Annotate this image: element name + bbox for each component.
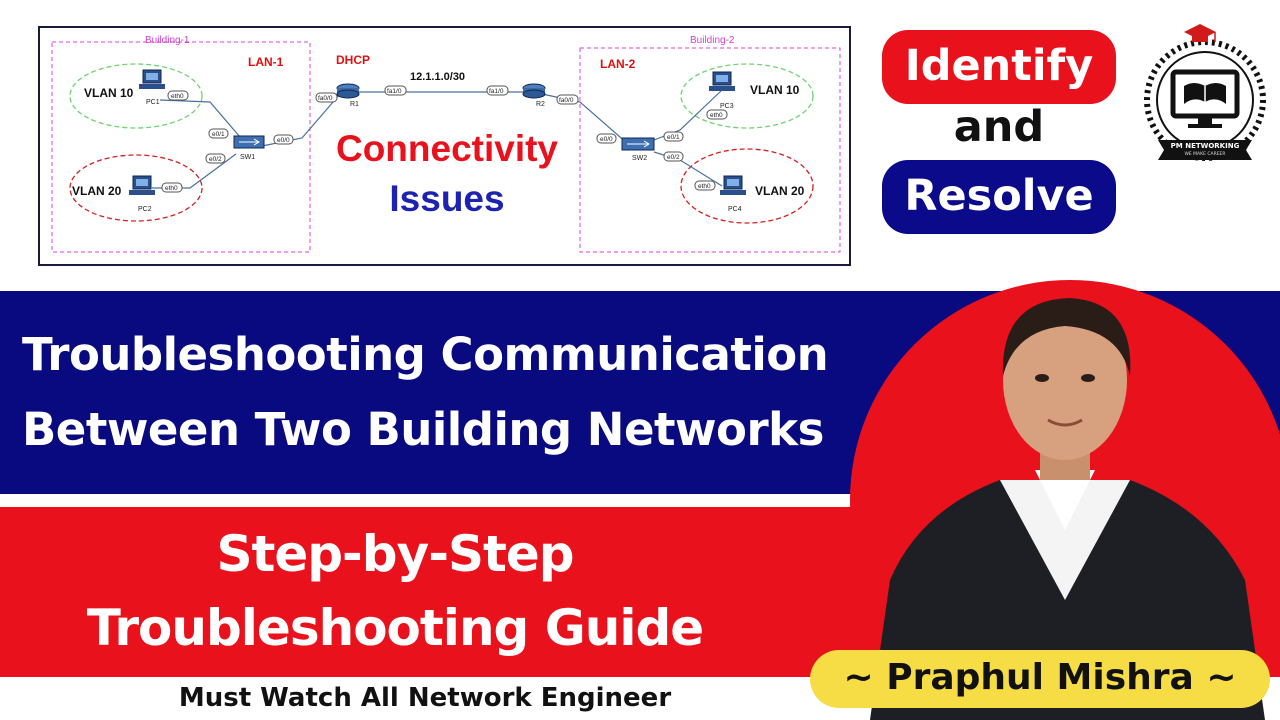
identify-badge: Identify [882, 30, 1116, 104]
building-2-label: Building-2 [690, 35, 735, 46]
vlan10-left-ellipse [69, 63, 203, 129]
headline-connectivity: Connectivity [335, 128, 559, 169]
if-r2-fa00: fa0/0 [559, 97, 574, 104]
sw2-icon[interactable] [621, 137, 655, 151]
logo-tagline: WE MAKE CAREER [1184, 152, 1226, 157]
pc2-icon[interactable] [129, 175, 155, 195]
topology-svg: Building-1 Building-2 PC1 [51, 35, 841, 253]
subtitle-line-2: Troubleshooting Guide [86, 599, 704, 657]
pc3-icon[interactable] [709, 71, 735, 91]
pm-networking-logo: PM NETWORKING WE MAKE CAREER [1140, 18, 1270, 168]
sw1-icon[interactable] [233, 135, 265, 149]
logo-emblem-svg [1144, 24, 1266, 161]
if-pc2-eth0: eth0 [165, 185, 178, 192]
building-1-box [51, 41, 311, 253]
if-sw2-e01: e0/1 [667, 134, 680, 141]
if-r1-fa00: fa0/0 [318, 95, 333, 102]
r1-router-icon[interactable] [336, 83, 360, 99]
r2-label: R2 [536, 101, 545, 108]
building-2-box [579, 47, 841, 253]
r2-router-icon[interactable] [522, 83, 546, 99]
pc1-label: PC1 [146, 99, 160, 106]
title-line-2: Between Two Building Networks [22, 403, 824, 456]
network-diagram: Building-1 Building-2 PC1 [38, 26, 851, 266]
and-text: and [953, 102, 1045, 152]
if-sw1-e01: e0/1 [212, 131, 225, 138]
building-1-label: Building-1 [145, 35, 190, 46]
vlan10-right-label: VLAN 10 [750, 83, 800, 97]
vlan20-left-ellipse [69, 154, 203, 222]
pc4-label: PC4 [728, 206, 742, 213]
pc4-icon[interactable] [720, 175, 746, 195]
vlan10-right-ellipse [680, 63, 814, 129]
if-pc3-eth0: eth0 [710, 112, 723, 119]
pc3-label: PC3 [720, 103, 734, 110]
if-r2-fa10: fa1/0 [489, 88, 504, 95]
if-sw2-e00: e0/0 [600, 136, 613, 143]
r1-label: R1 [350, 101, 359, 108]
vlan10-left-label: VLAN 10 [84, 86, 134, 100]
if-sw2-e02: e0/2 [667, 154, 680, 161]
footer-tagline: Must Watch All Network Engineer [178, 683, 672, 713]
vlan20-right-ellipse [680, 148, 814, 224]
if-sw1-e00: e0/0 [277, 137, 290, 144]
logo-text: PM NETWORKING [1170, 142, 1240, 150]
vlan20-left-label: VLAN 20 [72, 184, 122, 198]
lan1-label: LAN-1 [248, 55, 284, 69]
pc2-label: PC2 [138, 206, 152, 213]
if-pc4-eth0: eth0 [698, 183, 711, 190]
pc1-icon[interactable] [139, 69, 165, 89]
resolve-badge: Resolve [882, 160, 1116, 234]
subnet-label: 12.1.1.0/30 [410, 71, 465, 83]
headline-issues: Issues [389, 178, 505, 219]
presenter-name-badge: ~ Praphul Mishra ~ [810, 650, 1270, 708]
subtitle-line-1: Step-by-Step [216, 525, 574, 583]
sw2-label: SW2 [632, 155, 647, 162]
lan2-label: LAN-2 [600, 57, 636, 71]
vlan20-right-label: VLAN 20 [755, 184, 805, 198]
if-r1-fa10: fa1/0 [387, 88, 402, 95]
sw1-label: SW1 [240, 154, 255, 161]
title-line-1: Troubleshooting Communication [22, 328, 829, 381]
if-sw1-e02: e0/2 [209, 156, 222, 163]
dhcp-label: DHCP [336, 53, 370, 67]
if-pc1-eth0: eth0 [171, 93, 184, 100]
